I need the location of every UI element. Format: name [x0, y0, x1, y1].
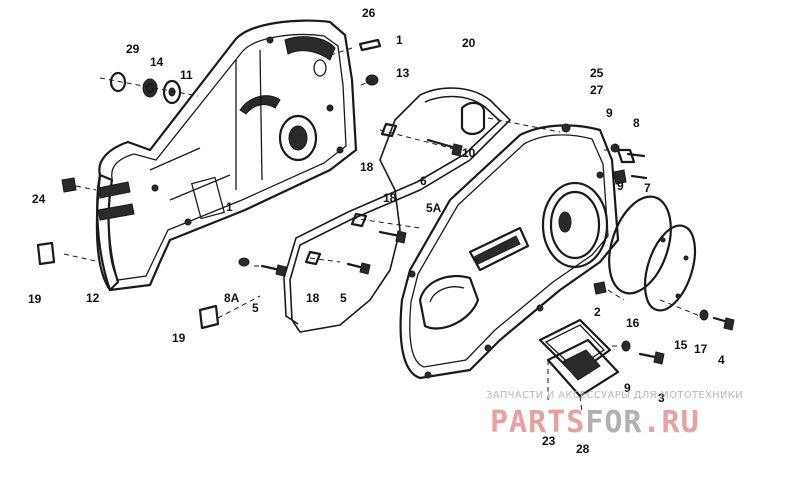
- callout-3: 3: [658, 391, 665, 405]
- callout-14: 14: [150, 55, 164, 69]
- leader-lines: [63, 47, 701, 413]
- callout-16: 16: [626, 316, 640, 330]
- callout-27: 27: [590, 83, 604, 97]
- callout-9-mid: 9: [617, 179, 624, 193]
- callout-26: 26: [362, 6, 376, 20]
- watermark: ЗАПЧАСТИ И АКСЕССУАРЫ ДЛЯ МОТОТЕХНИКИ PA…: [486, 390, 743, 440]
- callout-9-top: 9: [606, 106, 613, 120]
- callout-29: 29: [126, 42, 140, 56]
- callout-11: 11: [180, 68, 193, 82]
- watermark-logo: PARTSFOR.RU: [490, 405, 700, 440]
- small-hardware: [36, 38, 735, 365]
- callout-15: 15: [674, 338, 688, 352]
- callout-8: 8: [633, 116, 640, 130]
- callout-4: 4: [718, 353, 725, 367]
- callout-18-top: 18: [360, 160, 374, 174]
- callout-labels: 26 1 29 14 11 13 20 25 27 9 8 10 18 6 9 …: [28, 6, 725, 456]
- callout-17: 17: [694, 342, 708, 356]
- callout-18-mid: 18: [383, 191, 397, 205]
- inspection-cover: [538, 318, 620, 398]
- callout-10: 10: [462, 146, 476, 160]
- watermark-logo-for: FOR: [585, 405, 642, 440]
- callout-5-mid: 5: [340, 291, 347, 305]
- callout-1-top: 1: [396, 33, 403, 47]
- callout-9-bottom: 9: [624, 381, 631, 395]
- callout-19-left: 19: [28, 292, 42, 306]
- watermark-caption: ЗАПЧАСТИ И АКСЕССУАРЫ ДЛЯ МОТОТЕХНИКИ: [486, 390, 743, 401]
- callout-18-bottom: 18: [306, 291, 320, 305]
- inner-primary-housing: [95, 19, 358, 292]
- callout-19-bottom: 19: [172, 331, 186, 345]
- callout-1-mid: 1: [226, 200, 233, 214]
- watermark-logo-parts: PARTS: [490, 405, 585, 440]
- callout-5-left: 5: [252, 301, 259, 315]
- outer-primary-cover: [399, 123, 620, 380]
- callout-2: 2: [594, 305, 601, 319]
- callout-25: 25: [590, 66, 604, 80]
- callout-7: 7: [644, 181, 651, 195]
- callout-5A: 5A: [426, 201, 442, 215]
- callout-28: 28: [576, 442, 590, 456]
- callout-6: 6: [420, 174, 427, 188]
- clutch-cover-disc: [643, 224, 697, 312]
- callout-13: 13: [396, 66, 410, 80]
- watermark-logo-ru: .RU: [643, 405, 700, 440]
- clutch-oring: [608, 195, 672, 295]
- callout-12: 12: [86, 291, 100, 305]
- callout-20: 20: [462, 36, 476, 50]
- primary-gasket: [283, 87, 512, 333]
- callout-23: 23: [542, 434, 556, 448]
- callout-8A: 8A: [224, 291, 240, 305]
- callout-24: 24: [32, 192, 46, 206]
